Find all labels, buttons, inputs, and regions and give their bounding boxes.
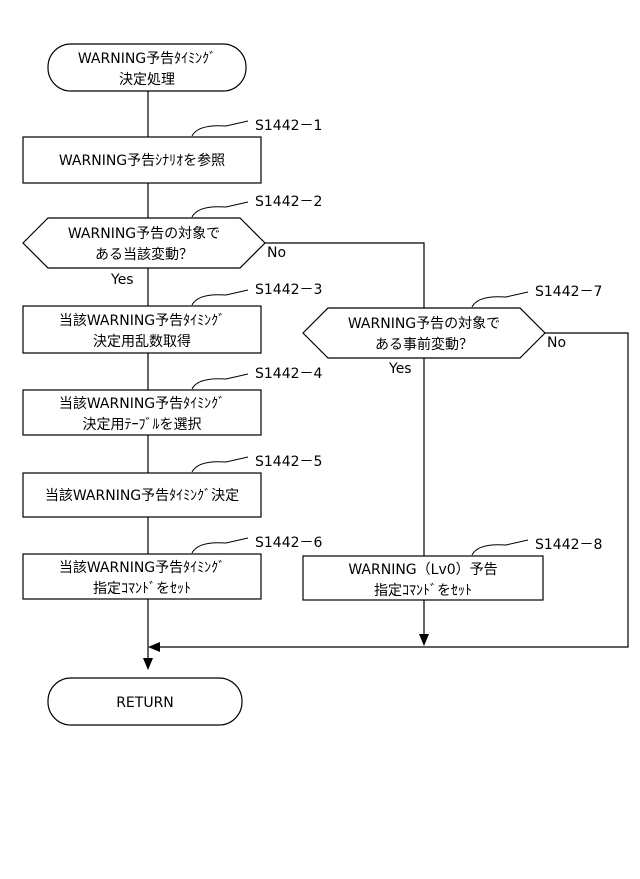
branch-no-label: No bbox=[267, 245, 286, 261]
start-line1: WARNING予告ﾀｲﾐﾝｸﾞ bbox=[78, 51, 216, 67]
process-line2: 決定用ﾃｰﾌﾞﾙを選択 bbox=[83, 417, 202, 433]
step-leader bbox=[192, 538, 248, 553]
arrowhead-end bbox=[143, 658, 153, 670]
process-line1: 当該WARNING予告ﾀｲﾐﾝｸﾞ bbox=[59, 313, 225, 329]
decision-line2: ある当該変動？ bbox=[95, 246, 193, 263]
step-s1442-3: S1442－3 当該WARNING予告ﾀｲﾐﾝｸﾞ 決定用乱数取得 bbox=[23, 282, 322, 353]
branch-yes-label: Yes bbox=[388, 361, 412, 377]
step-s1442-4: S1442－4 当該WARNING予告ﾀｲﾐﾝｸﾞ 決定用ﾃｰﾌﾞﾙを選択 bbox=[23, 366, 323, 435]
step-id: S1442－2 bbox=[255, 194, 322, 210]
decision-s1442-7: S1442－7 WARNING予告の対象で ある事前変動？ No Yes bbox=[303, 284, 602, 377]
decision-line1: WARNING予告の対象で bbox=[68, 226, 220, 242]
step-s1442-8: S1442－8 WARNING（Lv0）予告 指定ｺﾏﾝﾄﾞをｾｯﾄ bbox=[303, 537, 602, 600]
connector-s2-no bbox=[265, 243, 424, 308]
step-leader bbox=[192, 457, 248, 472]
step-id: S1442－8 bbox=[535, 537, 602, 553]
step-id: S1442－1 bbox=[255, 118, 322, 134]
step-s1442-1: S1442－1 WARNING予告ｼﾅﾘｵを参照 bbox=[23, 118, 322, 183]
step-leader bbox=[192, 374, 248, 389]
process-line2: 決定用乱数取得 bbox=[93, 333, 191, 350]
branch-no-label: No bbox=[547, 335, 566, 351]
step-s1442-5: S1442－5 当該WARNING予告ﾀｲﾐﾝｸﾞ決定 bbox=[23, 454, 322, 517]
branch-yes-label: Yes bbox=[110, 272, 134, 288]
process-line1: WARNING（Lv0）予告 bbox=[348, 562, 497, 578]
step-id: S1442－7 bbox=[535, 284, 602, 300]
process-line2: 指定ｺﾏﾝﾄﾞをｾｯﾄ bbox=[374, 583, 472, 599]
arrowhead-s8-merge bbox=[419, 634, 429, 646]
arrowhead-merge-left bbox=[148, 642, 160, 652]
end-text: RETURN bbox=[116, 695, 174, 711]
process-text: 当該WARNING予告ﾀｲﾐﾝｸﾞ決定 bbox=[45, 488, 239, 504]
step-leader bbox=[192, 202, 248, 217]
decision-s1442-2: S1442－2 WARNING予告の対象で ある当該変動？ No Yes bbox=[23, 194, 322, 288]
step-id: S1442－6 bbox=[255, 535, 323, 551]
process-line2: 指定ｺﾏﾝﾄﾞをｾｯﾄ bbox=[93, 581, 191, 597]
process-text: WARNING予告ｼﾅﾘｵを参照 bbox=[59, 152, 225, 169]
step-leader bbox=[472, 292, 528, 307]
start-terminal: WARNING予告ﾀｲﾐﾝｸﾞ 決定処理 bbox=[48, 44, 246, 91]
step-id: S1442－5 bbox=[255, 454, 322, 470]
end-terminal: RETURN bbox=[48, 678, 242, 725]
start-line2: 決定処理 bbox=[119, 72, 175, 88]
decision-line2: ある事前変動？ bbox=[375, 336, 473, 353]
step-leader bbox=[192, 121, 248, 136]
step-id: S1442－3 bbox=[255, 282, 322, 298]
step-s1442-6: S1442－6 当該WARNING予告ﾀｲﾐﾝｸﾞ 指定ｺﾏﾝﾄﾞをｾｯﾄ bbox=[23, 535, 323, 599]
process-line1: 当該WARNING予告ﾀｲﾐﾝｸﾞ bbox=[59, 396, 225, 412]
process-line1: 当該WARNING予告ﾀｲﾐﾝｸﾞ bbox=[59, 560, 225, 576]
decision-line1: WARNING予告の対象で bbox=[348, 316, 500, 332]
step-id: S1442－4 bbox=[255, 366, 323, 382]
step-leader bbox=[192, 290, 248, 305]
step-leader bbox=[472, 540, 528, 555]
